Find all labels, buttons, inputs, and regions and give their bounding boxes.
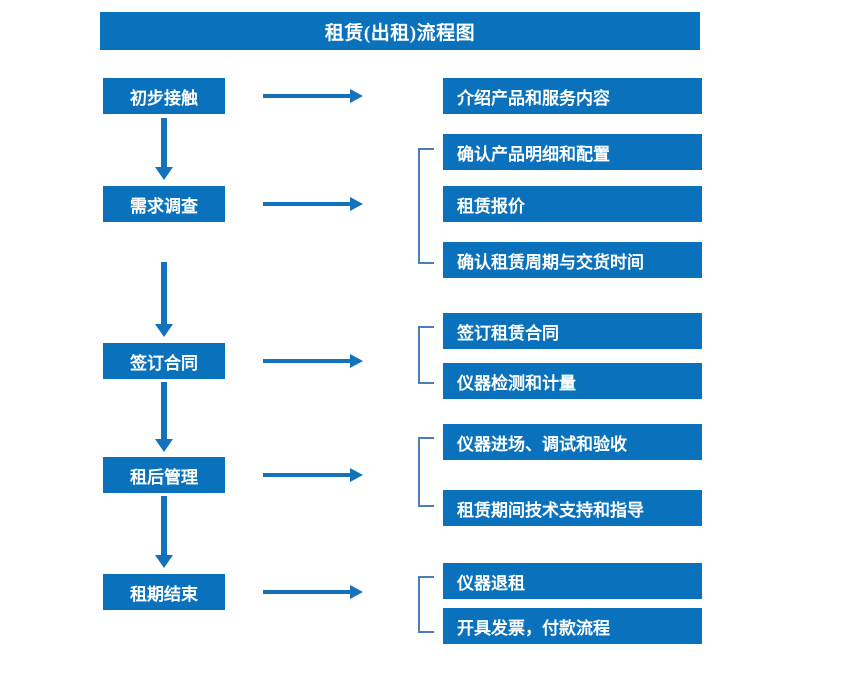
horizontal-arrow-2 [263, 197, 363, 211]
arrow-head [350, 468, 363, 482]
stage-box-4[interactable]: 租后管理 [103, 457, 225, 493]
detail-box-10[interactable]: 开具发票，付款流程 [443, 608, 702, 644]
arrow-head [155, 167, 173, 180]
arrow-head [155, 439, 173, 452]
arrow-head [155, 555, 173, 568]
stage-box-5[interactable]: 租期结束 [103, 574, 225, 610]
detail-box-9[interactable]: 仪器退租 [443, 563, 702, 599]
detail-box-6[interactable]: 仪器检测和计量 [443, 363, 702, 399]
group-bracket-management [418, 437, 434, 507]
arrow-head [350, 197, 363, 211]
horizontal-arrow-3 [263, 354, 363, 368]
arrow-head [155, 324, 173, 337]
arrow-shaft [263, 202, 351, 206]
group-bracket-demand [418, 148, 434, 264]
arrow-shaft [263, 359, 351, 363]
horizontal-arrow-1 [263, 89, 363, 103]
arrow-shaft [161, 382, 167, 439]
page-title: 租赁(出租)流程图 [100, 12, 700, 50]
detail-box-3[interactable]: 租赁报价 [443, 186, 702, 222]
arrow-shaft [263, 590, 351, 594]
arrow-head [350, 354, 363, 368]
arrow-shaft [263, 473, 351, 477]
group-bracket-contract [418, 326, 434, 384]
stage-box-1[interactable]: 初步接触 [103, 78, 225, 114]
arrow-head [350, 585, 363, 599]
detail-box-5[interactable]: 签订租赁合同 [443, 313, 702, 349]
stage-box-3[interactable]: 签订合同 [103, 343, 225, 379]
arrow-shaft [263, 94, 351, 98]
horizontal-arrow-5 [263, 585, 363, 599]
detail-box-8[interactable]: 租赁期间技术支持和指导 [443, 490, 702, 526]
vertical-arrow-1 [155, 118, 173, 180]
arrow-shaft [161, 262, 167, 324]
arrow-shaft [161, 118, 167, 167]
detail-box-4[interactable]: 确认租赁周期与交货时间 [443, 242, 702, 278]
horizontal-arrow-4 [263, 468, 363, 482]
stage-box-2[interactable]: 需求调查 [103, 186, 225, 222]
detail-box-7[interactable]: 仪器进场、调试和验收 [443, 424, 702, 460]
detail-box-1[interactable]: 介绍产品和服务内容 [443, 78, 702, 114]
vertical-arrow-2 [155, 262, 173, 337]
vertical-arrow-4 [155, 496, 173, 568]
arrow-shaft [161, 496, 167, 555]
arrow-head [350, 89, 363, 103]
group-bracket-end [418, 576, 434, 633]
vertical-arrow-3 [155, 382, 173, 452]
detail-box-2[interactable]: 确认产品明细和配置 [443, 134, 702, 170]
